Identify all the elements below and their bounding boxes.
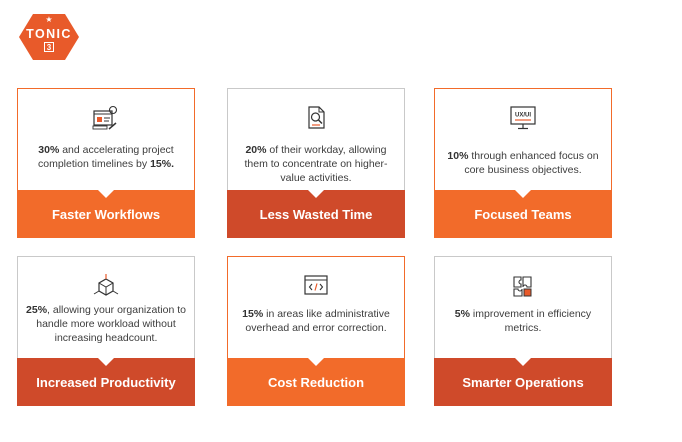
card-less-wasted-time: 20% of their workday, allowing them to c… xyxy=(227,88,405,238)
card-title-banner: Focused Teams xyxy=(434,189,612,238)
cube-network-icon xyxy=(18,273,194,297)
notch-decoration xyxy=(307,357,325,366)
card-title: Focused Teams xyxy=(474,206,572,222)
card-increased-productivity: 25%, allowing your organization to handl… xyxy=(17,256,195,406)
card-description: 20% of their workday, allowing them to c… xyxy=(244,144,388,184)
workflow-dashboard-icon xyxy=(18,105,194,130)
star-icon: ★ xyxy=(45,15,53,24)
card-title: Smarter Operations xyxy=(462,374,584,390)
card-cost-reduction: 15% in areas like administrative overhea… xyxy=(227,256,405,406)
card-focused-teams: UX/UI 10% through enhanced focus on core… xyxy=(434,88,612,238)
ux-ui-monitor-icon: UX/UI xyxy=(435,105,611,130)
card-title: Increased Productivity xyxy=(36,374,176,390)
logo-badge-number: 3 xyxy=(44,42,54,52)
card-smarter-operations: 5% improvement in efficiency metrics. Sm… xyxy=(434,256,612,406)
document-search-icon xyxy=(228,105,404,129)
notch-decoration xyxy=(97,189,115,198)
logo-hexagon-icon xyxy=(19,14,79,60)
card-description: 15% in areas like administrative overhea… xyxy=(242,308,390,334)
card-title-banner: Cost Reduction xyxy=(227,357,405,406)
ux-ui-label: UX/UI xyxy=(515,113,531,119)
card-title-banner: Smarter Operations xyxy=(434,357,612,406)
tonic-logo[interactable]: ★ TONIC 3 xyxy=(17,12,81,62)
card-description: 10% through enhanced focus on core busin… xyxy=(447,150,599,176)
card-faster-workflows: 30% and accelerating project completion … xyxy=(17,88,195,238)
card-title: Less Wasted Time xyxy=(259,206,373,222)
notch-decoration xyxy=(97,357,115,366)
card-title-banner: Faster Workflows xyxy=(17,189,195,238)
puzzle-pieces-icon xyxy=(435,273,611,297)
notch-decoration xyxy=(307,189,325,198)
card-title: Cost Reduction xyxy=(267,374,365,390)
notch-decoration xyxy=(514,189,532,198)
card-title: Faster Workflows xyxy=(51,206,161,222)
card-title-banner: Increased Productivity xyxy=(17,357,195,406)
code-window-icon xyxy=(228,273,404,297)
logo-wordmark: TONIC xyxy=(26,27,72,41)
card-title-banner: Less Wasted Time xyxy=(227,189,405,238)
notch-decoration xyxy=(514,357,532,366)
card-description: 5% improvement in efficiency metrics. xyxy=(454,308,592,334)
card-description: 25%, allowing your organization to handl… xyxy=(26,304,186,344)
card-description: 30% and accelerating project completion … xyxy=(38,144,174,170)
